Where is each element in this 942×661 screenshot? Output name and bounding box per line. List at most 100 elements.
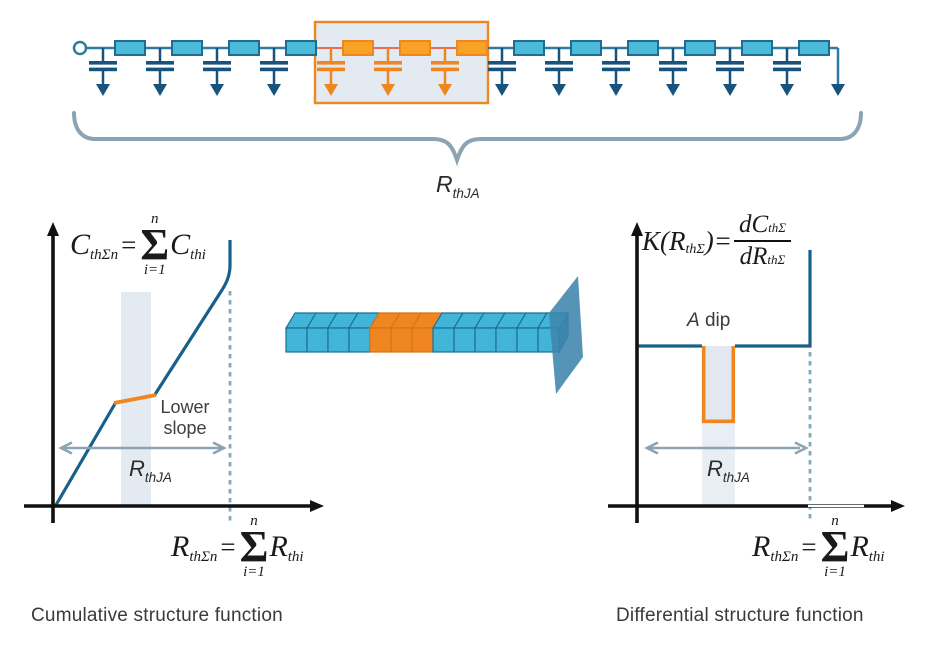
sum-lower: i=1 bbox=[824, 564, 846, 581]
cumulative-caption: Cumulative structure function bbox=[31, 605, 283, 626]
brace-label-sub: thJA bbox=[452, 186, 480, 201]
cumulative-curve-upper bbox=[152, 240, 232, 397]
differential-plot bbox=[608, 222, 905, 523]
cube-front-face bbox=[327, 327, 350, 353]
sum-upper: n bbox=[250, 513, 258, 529]
rc-stage-7 bbox=[431, 40, 488, 96]
arrow-left-icon bbox=[58, 441, 73, 455]
cube-front-face bbox=[348, 327, 371, 353]
equals-sign: = bbox=[121, 229, 137, 260]
differential-band-label: RthJA bbox=[707, 456, 750, 485]
capacitor-plate bbox=[203, 67, 231, 72]
capacitor-plate bbox=[659, 67, 687, 72]
capacitor-plate bbox=[602, 67, 630, 72]
ambient-plane bbox=[549, 276, 583, 394]
brace-label-base: R bbox=[436, 171, 453, 197]
resistor bbox=[684, 40, 716, 56]
ground-arrow-icon bbox=[210, 84, 224, 96]
capacitor-plate bbox=[374, 61, 402, 65]
band-label-sub: thJA bbox=[144, 470, 172, 485]
thermal-path-cube-row bbox=[284, 310, 570, 355]
a-dip-note: A dip bbox=[687, 310, 730, 332]
formula-lhs: R bbox=[171, 530, 190, 564]
rc-stage-3 bbox=[203, 40, 260, 96]
dip-fill bbox=[702, 346, 735, 422]
ground-arrow-icon bbox=[438, 84, 452, 96]
cube-front-face bbox=[390, 327, 413, 353]
input-terminal-circle bbox=[72, 40, 88, 56]
cube-2 bbox=[305, 312, 339, 353]
resistor bbox=[285, 40, 317, 56]
formula-lhs-sub: thΣn bbox=[90, 246, 119, 263]
formula-rhs: R bbox=[269, 530, 288, 564]
capacitor-plate bbox=[659, 61, 687, 65]
capacitor-plate bbox=[146, 61, 174, 65]
ladder-stages bbox=[89, 40, 830, 96]
ground-arrow-icon bbox=[552, 84, 566, 96]
cumulative-lower-slope-segment bbox=[113, 393, 157, 405]
formula-rhs-sub: thi bbox=[190, 246, 206, 263]
rc-stage-12 bbox=[716, 40, 773, 96]
k-equals: )= bbox=[704, 225, 732, 256]
arrow-right-icon bbox=[212, 441, 227, 455]
end-ground-arrow-icon bbox=[831, 84, 845, 96]
capacitor-plate bbox=[545, 61, 573, 65]
arrow-left-icon bbox=[644, 441, 659, 455]
equals-sign: = bbox=[801, 531, 817, 562]
capacitor-plate bbox=[488, 67, 516, 72]
capacitor-plate bbox=[716, 61, 744, 65]
cube-12 bbox=[515, 312, 549, 353]
arrow-right-icon bbox=[794, 441, 809, 455]
cube-front-face bbox=[432, 327, 455, 353]
equals-sign: = bbox=[220, 531, 236, 562]
dip-outline bbox=[701, 346, 736, 424]
a-dip-a: A bbox=[687, 310, 700, 331]
rc-ladder-network bbox=[72, 20, 863, 167]
capacitor-plate bbox=[260, 67, 288, 72]
num-sub: thΣ bbox=[768, 220, 786, 235]
cumulative-band-label: RthJA bbox=[129, 456, 172, 485]
capacitor-plate bbox=[716, 67, 744, 72]
rc-stage-11 bbox=[659, 40, 716, 96]
sigma-icon: Σ bbox=[239, 522, 269, 571]
capacitor-plate bbox=[773, 61, 801, 65]
resistor bbox=[171, 40, 203, 56]
sum-symbol: n Σ i=1 bbox=[821, 514, 850, 580]
ground-arrow-icon bbox=[324, 84, 338, 96]
formula-lhs: R bbox=[752, 530, 771, 564]
rthja-brace bbox=[72, 111, 863, 167]
cube-9 bbox=[452, 312, 486, 353]
formula-rhs: C bbox=[170, 228, 191, 262]
cumulative-plot bbox=[24, 222, 324, 523]
rc-stage-4 bbox=[260, 40, 317, 96]
ground-arrow-icon bbox=[495, 84, 509, 96]
cube-front-face bbox=[285, 327, 308, 353]
x-axis-arrow-icon bbox=[891, 500, 905, 512]
cube-10 bbox=[473, 312, 507, 353]
rc-stage-6 bbox=[374, 40, 431, 96]
k-lhs-sub: thΣ bbox=[685, 242, 705, 257]
ground-arrow-icon bbox=[780, 84, 794, 96]
ground-arrow-icon bbox=[723, 84, 737, 96]
capacitor-plate bbox=[89, 61, 117, 65]
sigma-icon: Σ bbox=[820, 522, 850, 571]
capacitor-plate bbox=[545, 67, 573, 72]
cube-front-face bbox=[495, 327, 518, 353]
cumulative-curve-lower bbox=[54, 401, 118, 506]
capacitor-plate bbox=[260, 61, 288, 65]
sum-upper: n bbox=[831, 513, 839, 529]
rc-stage-10 bbox=[602, 40, 659, 96]
resistor bbox=[513, 40, 545, 56]
capacitor-plate bbox=[203, 61, 231, 65]
sum-lower: i=1 bbox=[143, 262, 166, 279]
rc-stage-9 bbox=[545, 40, 602, 96]
k-lhs: K(R bbox=[642, 225, 686, 256]
ground-arrow-icon bbox=[381, 84, 395, 96]
